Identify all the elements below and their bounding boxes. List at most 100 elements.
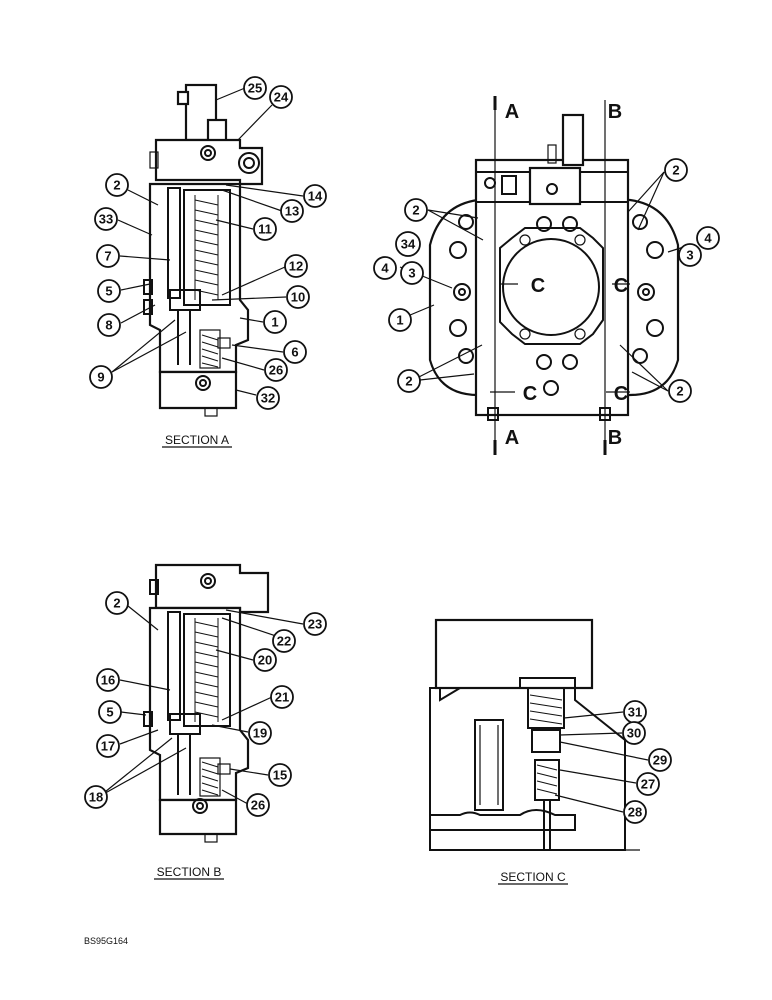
callout-label: 34 (401, 237, 416, 252)
leader-lines (99, 87, 691, 813)
callout-bubble: 32 (256, 386, 280, 410)
callout-label: 15 (273, 768, 287, 783)
callout-bubble: 11 (253, 217, 277, 241)
callout-label: 4 (704, 231, 712, 246)
callout-bubble: 19 (248, 721, 272, 745)
callout-bubble: 12 (284, 254, 308, 278)
callout-bubble: 17 (96, 734, 120, 758)
section-marker-b-top: B (608, 101, 622, 123)
callout-label: 29 (653, 753, 667, 768)
section-marker-c-bottom-right: C (614, 383, 628, 405)
callout-bubble: 3 (678, 243, 702, 267)
callout-label: 28 (628, 805, 642, 820)
callout-bubble: 4 (696, 226, 720, 250)
section-b-caption: SECTION B (157, 865, 222, 879)
callout-bubble: 18 (84, 785, 108, 809)
callout-label: 5 (105, 284, 112, 299)
callout-label: 6 (291, 345, 298, 360)
callout-label: 3 (408, 266, 415, 281)
callout-label: 4 (381, 261, 389, 276)
callout-bubble: 7 (96, 244, 120, 268)
callout-label: 23 (308, 617, 322, 632)
callout-bubble: 2 (397, 369, 421, 393)
callout-bubble: 5 (98, 700, 122, 724)
callout-bubble: 26 (246, 793, 270, 817)
callout-bubble: 8 (97, 313, 121, 337)
callout-label: 1 (271, 315, 278, 330)
end-view (428, 96, 680, 455)
callout-bubble: 24 (269, 85, 293, 109)
callout-label: 8 (105, 318, 112, 333)
callout-label: 2 (113, 596, 120, 611)
section-a-caption: SECTION A (165, 433, 229, 447)
callout-label: 33 (99, 212, 113, 227)
callout-label: 1 (396, 313, 403, 328)
callout-bubble: 9 (89, 365, 113, 389)
callout-label: 7 (104, 249, 111, 264)
callout-label: 22 (277, 634, 291, 649)
callout-bubble: 6 (283, 340, 307, 364)
callout-label: 30 (627, 726, 641, 741)
callout-label: 9 (97, 370, 104, 385)
callout-label: 20 (258, 653, 272, 668)
section-marker-c-bottom-left: C (523, 383, 537, 405)
section-marker-b-bottom: B (608, 427, 622, 449)
callout-bubble: 5 (97, 279, 121, 303)
callout-label: 14 (308, 189, 323, 204)
callout-bubble: 4 (373, 256, 397, 280)
callout-bubble: 28 (623, 800, 647, 824)
callout-label: 16 (101, 673, 115, 688)
callout-label: 17 (101, 739, 115, 754)
callout-bubble: 22 (272, 629, 296, 653)
callout-label: 13 (285, 204, 299, 219)
callout-label: 2 (113, 178, 120, 193)
callout-label: 31 (628, 705, 642, 720)
callout-label: 2 (405, 374, 412, 389)
callout-label: 2 (672, 163, 679, 178)
drawing-reference: BS95G164 (84, 936, 128, 946)
callouts-end-view: 2 2 2 34 4 3 3 4 1 2 2 (373, 158, 720, 403)
callout-bubble: 2 (668, 379, 692, 403)
callout-bubble: 23 (303, 612, 327, 636)
callout-bubble: 30 (622, 721, 646, 745)
section-b-view (143, 563, 270, 843)
callout-bubble: 15 (268, 763, 292, 787)
callout-label: 18 (89, 790, 103, 805)
section-marker-a-bottom: A (505, 427, 519, 449)
callout-bubble: 20 (253, 648, 277, 672)
callout-bubble: 29 (648, 748, 672, 772)
callout-label: 25 (248, 81, 262, 96)
callout-label: 2 (676, 384, 683, 399)
callout-label: 27 (641, 777, 655, 792)
spring-a (194, 195, 219, 300)
callout-bubble: 13 (280, 199, 304, 223)
callout-bubble: 31 (623, 700, 647, 724)
callout-bubble: 26 (264, 358, 288, 382)
section-marker-a-top: A (505, 101, 519, 123)
callout-label: 5 (106, 705, 113, 720)
callouts-section-c: 31 30 29 27 28 (622, 700, 672, 824)
callout-label: 21 (275, 690, 289, 705)
callout-bubble: 14 (303, 184, 327, 208)
callout-bubble: 2 (664, 158, 688, 182)
spring-b (194, 618, 219, 722)
section-c-view (429, 618, 640, 851)
callout-bubble: 2 (105, 173, 129, 197)
callout-bubble: 21 (270, 685, 294, 709)
callouts-section-a: 25 24 2 14 13 33 11 7 12 5 10 1 8 6 9 26… (89, 76, 327, 410)
callout-bubble: 16 (96, 668, 120, 692)
callout-label: 12 (289, 259, 303, 274)
section-marker-c-right: C (614, 275, 628, 297)
callout-label: 10 (291, 290, 305, 305)
callout-bubble: 1 (388, 308, 412, 332)
callout-bubble: 3 (400, 261, 424, 285)
callout-label: 26 (251, 798, 265, 813)
callout-bubble: 25 (243, 76, 267, 100)
callout-bubble: 2 (404, 198, 428, 222)
callout-label: 26 (269, 363, 283, 378)
callout-bubble: 1 (263, 310, 287, 334)
callout-label: 2 (412, 203, 419, 218)
callout-label: 19 (253, 726, 267, 741)
section-a-view (143, 83, 264, 417)
